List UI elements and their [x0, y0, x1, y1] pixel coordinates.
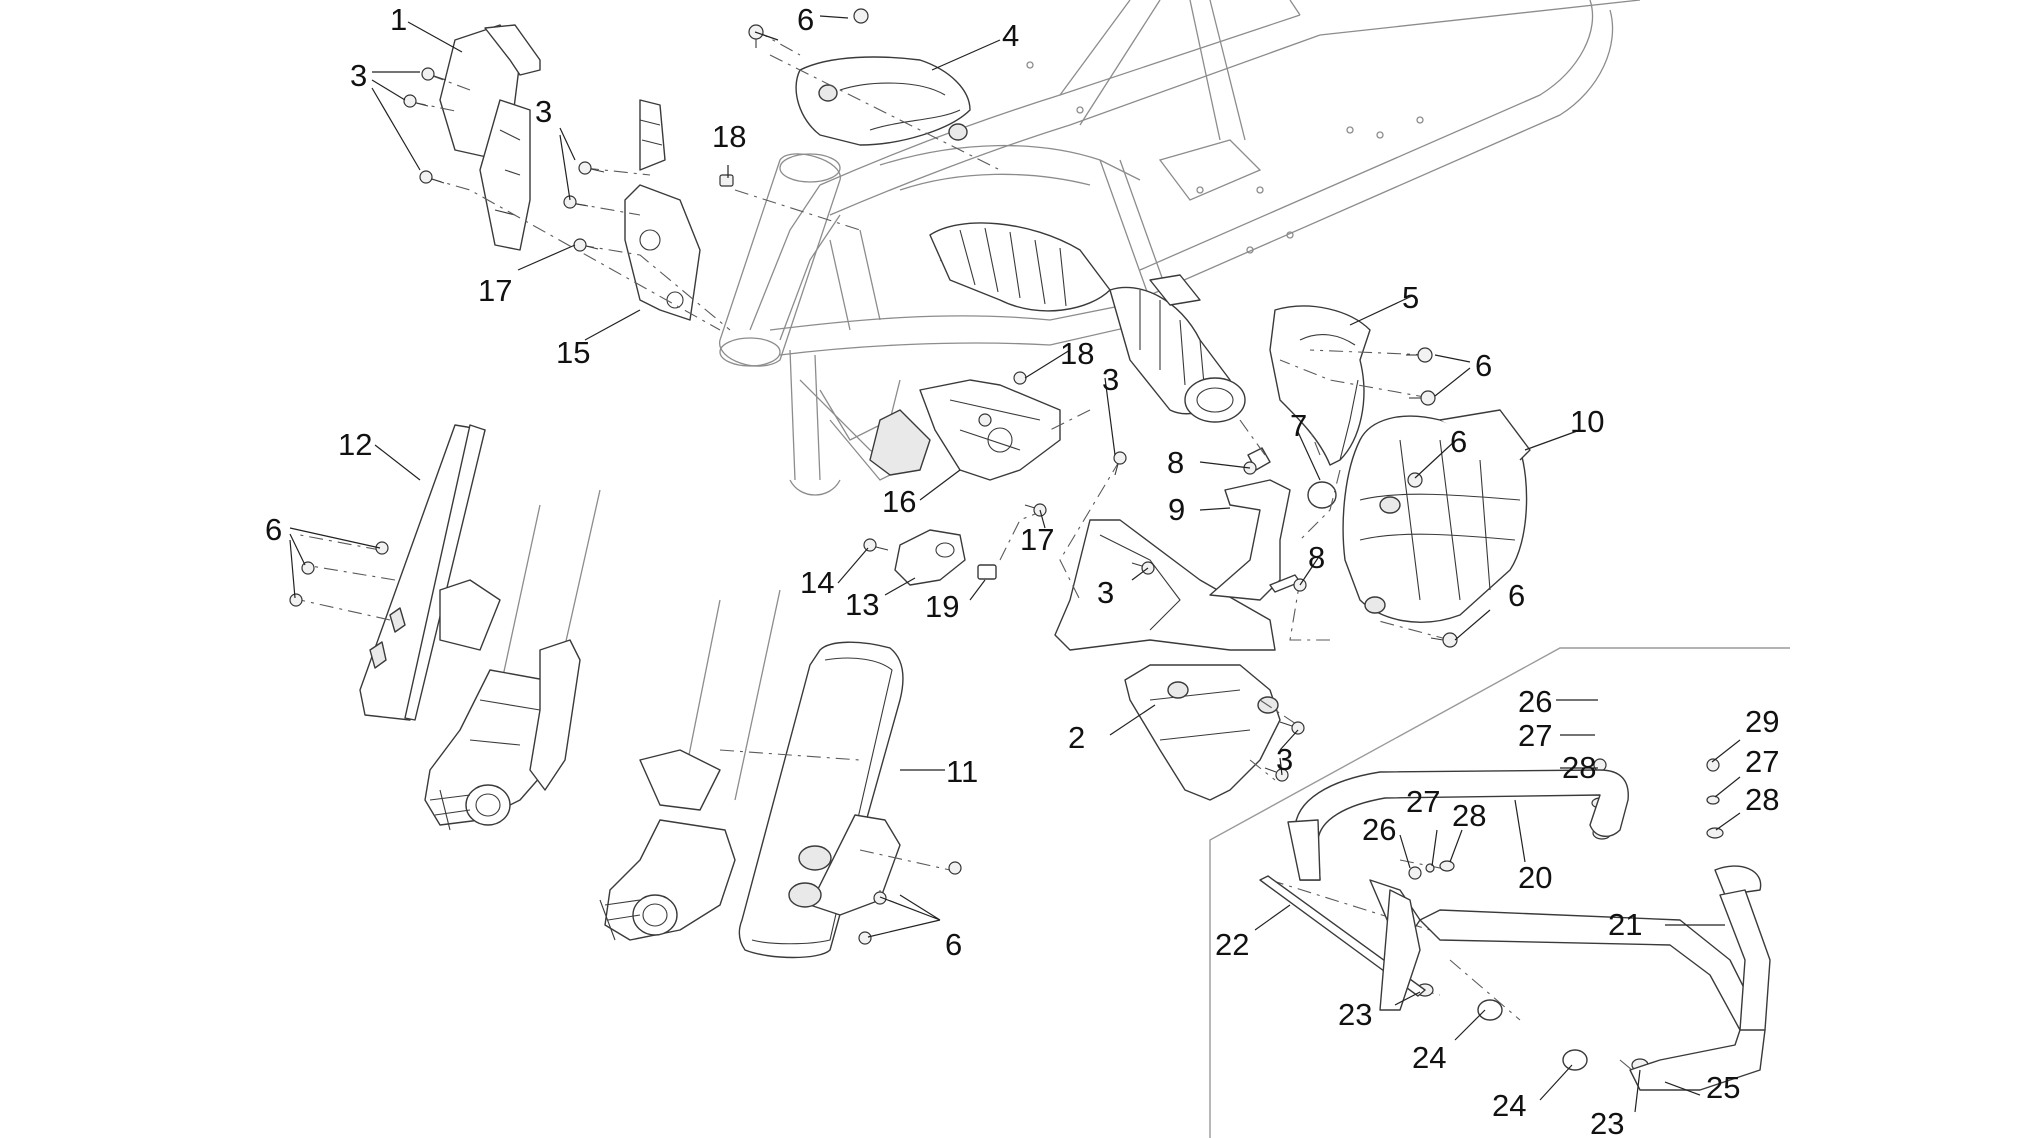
- callout-label: 3: [535, 94, 552, 129]
- callout-label: 23: [1590, 1106, 1624, 1138]
- callout-label: 29: [1745, 704, 1779, 739]
- callout-label: 7: [1290, 408, 1307, 443]
- part-10-housing: [1342, 409, 1531, 623]
- callout-label: 27: [1518, 718, 1552, 753]
- crash-bar-inset: [1209, 647, 1790, 1138]
- callout-label: 28: [1452, 798, 1486, 833]
- callout-label: 6: [945, 927, 962, 962]
- callout-label: 10: [1570, 404, 1604, 439]
- callout-label: 3: [350, 58, 367, 93]
- callout-label: 15: [556, 335, 590, 370]
- frame: [719, 0, 1641, 496]
- callout-label: 18: [712, 119, 746, 154]
- callout-label: 24: [1492, 1088, 1526, 1123]
- callout-label: 21: [1608, 907, 1642, 942]
- callout-label: 3: [1276, 742, 1293, 777]
- part-1-side-cover: [439, 24, 541, 251]
- callout-label: 6: [1508, 578, 1525, 613]
- callout-labels: 1 3 3 6 4 18 17 15 5 6 18 3 12 6 16 17 7…: [265, 2, 1779, 1138]
- callout-label: 26: [1362, 812, 1396, 847]
- callout-label: 3: [1102, 362, 1119, 397]
- part-2-lower-cover: [1054, 519, 1281, 801]
- alignment-lines: [299, 29, 1651, 1086]
- callout-label: 9: [1168, 492, 1185, 527]
- part-4-cover: [795, 56, 971, 146]
- callout-label: 17: [1020, 522, 1054, 557]
- callout-label: 2: [1068, 720, 1085, 755]
- callout-label: 6: [265, 512, 282, 547]
- callout-label: 6: [1475, 348, 1492, 383]
- callout-label: 8: [1167, 445, 1184, 480]
- callout-label: 8: [1308, 540, 1325, 575]
- callout-label: 23: [1338, 997, 1372, 1032]
- callout-label: 14: [800, 565, 834, 600]
- callout-label: 26: [1518, 684, 1552, 719]
- callout-label: 4: [1002, 18, 1019, 53]
- part-16-bracket: [869, 379, 1061, 481]
- part-12-fork-cover: [359, 424, 486, 721]
- leader-lines: [289, 15, 1741, 1113]
- callout-label: 11: [946, 754, 978, 789]
- callout-label: 6: [1450, 424, 1467, 459]
- part-19-pad: [977, 564, 997, 580]
- callout-label: 16: [882, 484, 916, 519]
- callout-label: 17: [478, 273, 512, 308]
- intake-hoses: [929, 222, 1246, 423]
- callout-label: 24: [1412, 1040, 1446, 1075]
- callout-label: 20: [1518, 860, 1552, 895]
- part-5-shield: [1269, 305, 1371, 466]
- callout-label: 6: [797, 2, 814, 37]
- callout-label: 19: [925, 589, 959, 624]
- callout-label: 12: [338, 427, 372, 462]
- callout-label: 28: [1562, 750, 1596, 785]
- callout-label: 22: [1215, 927, 1249, 962]
- callout-label: 3: [1097, 575, 1114, 610]
- left-fork-leg: [424, 489, 601, 831]
- callout-label: 25: [1706, 1070, 1740, 1105]
- right-fork-leg: [599, 589, 781, 941]
- callout-label: 28: [1745, 782, 1779, 817]
- part-11-fork-guard: [738, 641, 904, 959]
- part-9-bracket: [1209, 447, 1337, 601]
- callout-label: 13: [845, 587, 879, 622]
- callout-label: 1: [390, 2, 407, 37]
- callout-label: 18: [1060, 336, 1094, 371]
- part-13-clip: [894, 529, 966, 586]
- part-15-bracket: [624, 99, 701, 321]
- callout-label: 27: [1406, 784, 1440, 819]
- callout-label: 27: [1745, 744, 1779, 779]
- callout-label: 5: [1402, 280, 1419, 315]
